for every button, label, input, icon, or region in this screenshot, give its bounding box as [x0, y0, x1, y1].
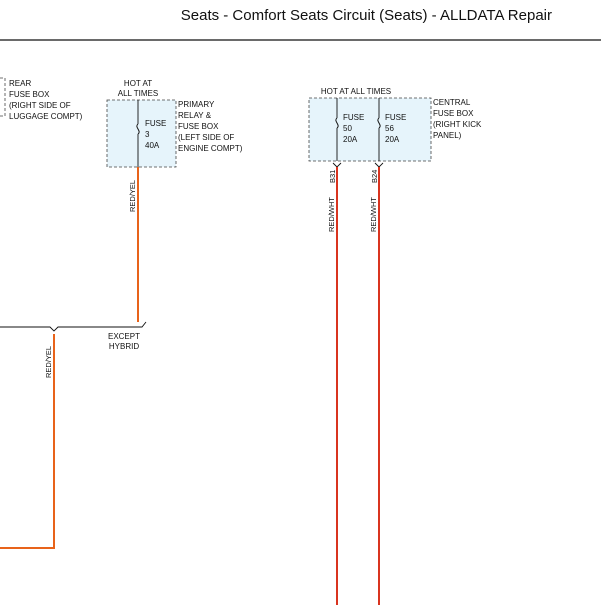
central-box-name-1: CENTRAL: [433, 98, 471, 107]
primary-box-name-4: (LEFT SIDE OF: [178, 133, 234, 142]
connector-b24-label: B24: [370, 170, 379, 183]
fuse-3-number: 3: [145, 130, 150, 139]
fuse-3-label: FUSE: [145, 119, 166, 128]
primary-box-name-1: PRIMARY: [178, 100, 215, 109]
primary-hot-label-2: ALL TIMES: [118, 89, 158, 98]
rear-fuse-box-label-4: LUGGAGE COMPT): [9, 112, 83, 121]
fuse-50-rating: 20A: [343, 135, 358, 144]
rear-fuse-box: REAR FUSE BOX (RIGHT SIDE OF LUGGAGE COM…: [0, 77, 83, 121]
central-wire-2-color-label: RED/WHT: [369, 197, 378, 232]
rear-fuse-box-label-2: FUSE BOX: [9, 90, 50, 99]
primary-box-name-5: ENGINE COMPT): [178, 144, 243, 153]
central-hot-label: HOT AT ALL TIMES: [321, 87, 391, 96]
page-title: Seats - Comfort Seats Circuit (Seats) - …: [181, 7, 552, 24]
fuse-3-rating: 40A: [145, 141, 160, 150]
fuse-50-number: 50: [343, 124, 352, 133]
fuse-50-icon: [335, 117, 339, 129]
left-wire: [0, 334, 55, 549]
rear-fuse-box-label-1: REAR: [9, 79, 31, 88]
connector-b24-icon: [374, 162, 384, 168]
central-wire-1-color-label: RED/WHT: [327, 197, 336, 232]
primary-box-name-3: FUSE BOX: [178, 122, 219, 131]
fuse-56-icon: [377, 117, 381, 129]
fuse-56-label: FUSE: [385, 113, 406, 122]
primary-wire-color-label: RED/YEL: [128, 180, 137, 212]
primary-box-name-2: RELAY &: [178, 111, 212, 120]
fuse-50-label: FUSE: [343, 113, 364, 122]
splice-note-2: HYBRID: [109, 342, 139, 351]
splice-note-1: EXCEPT: [108, 332, 140, 341]
central-box-name-4: PANEL): [433, 131, 462, 140]
splice-bus: EXCEPT HYBRID: [0, 321, 147, 351]
central-box-name-2: FUSE BOX: [433, 109, 474, 118]
fuse-56-number: 56: [385, 124, 394, 133]
fuse-3-icon: [136, 123, 140, 135]
central-box-name-3: (RIGHT KICK: [433, 120, 482, 129]
connector-b31-label: B31: [328, 170, 337, 183]
primary-hot-label-1: HOT AT: [124, 79, 152, 88]
rear-fuse-box-label-3: (RIGHT SIDE OF: [9, 101, 71, 110]
central-fuse-box: HOT AT ALL TIMES CENTRAL FUSE BOX (RIGHT…: [308, 87, 482, 162]
primary-fuse-box: HOT AT ALL TIMES PRIMARY RELAY & FUSE BO…: [106, 79, 243, 168]
left-wire-color-label: RED/YEL: [44, 346, 53, 378]
fuse-56-rating: 20A: [385, 135, 400, 144]
connector-b31-icon: [332, 162, 342, 168]
